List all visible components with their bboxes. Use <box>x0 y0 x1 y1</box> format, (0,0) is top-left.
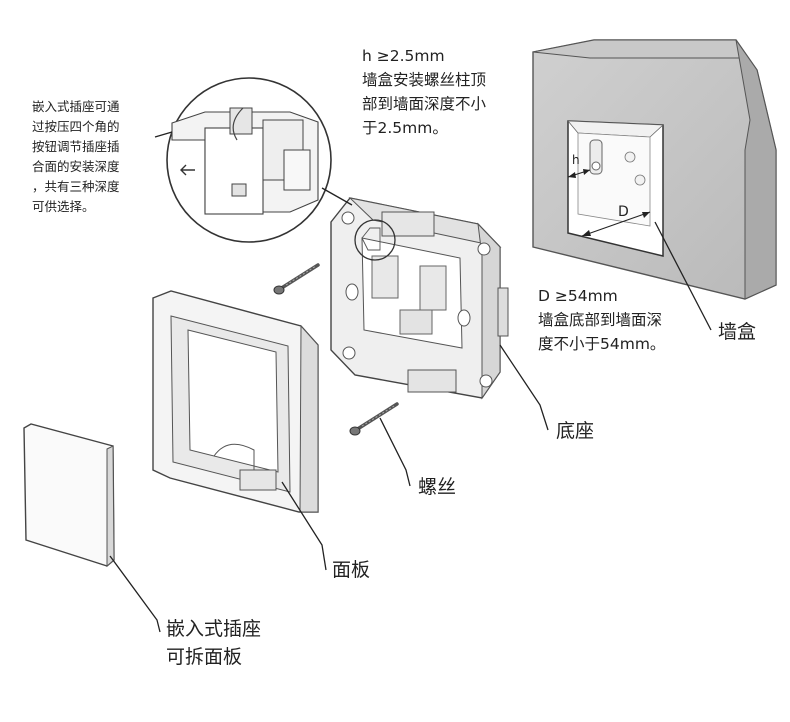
leader-panel <box>281 481 327 571</box>
d-depth-note: D ≥54mm 墙盒底部到墙面深 度不小于54mm。 <box>538 287 666 353</box>
leader-cover <box>109 555 161 633</box>
screw-lower <box>349 402 399 436</box>
callout-panel: 面板 <box>332 559 371 581</box>
depth-adjust-note: 嵌入式插座可通 过按压四个角的 按钮调节插座插 合面的安装深度 ，共有三种深度 … <box>32 99 120 214</box>
callout-base: 底座 <box>556 420 595 442</box>
leader-h-note <box>321 187 353 206</box>
h-depth-note: h ≥2.5mm 墙盒安装螺丝柱顶 部到墙面深度不小 于2.5mm。 <box>362 47 487 137</box>
leader-lines <box>109 131 712 633</box>
dimension-label-h: h <box>572 153 580 167</box>
screw-upper <box>273 263 320 295</box>
leader-left-note <box>154 131 173 138</box>
leader-screw <box>379 417 411 487</box>
base-frame-illustration <box>330 197 509 400</box>
removable-cover-illustration <box>23 423 115 568</box>
face-panel-illustration <box>152 290 319 513</box>
leader-base <box>499 344 549 431</box>
callout-wall-box: 墙盒 <box>718 321 757 343</box>
wall-box-illustration <box>532 39 777 300</box>
dimension-label-d: D <box>618 204 629 220</box>
callout-screw: 螺丝 <box>418 476 457 498</box>
callout-removable-cover: 嵌入式插座 可拆面板 <box>166 618 262 668</box>
magnified-detail-inset <box>166 77 332 243</box>
leader-wall-box <box>654 221 712 331</box>
